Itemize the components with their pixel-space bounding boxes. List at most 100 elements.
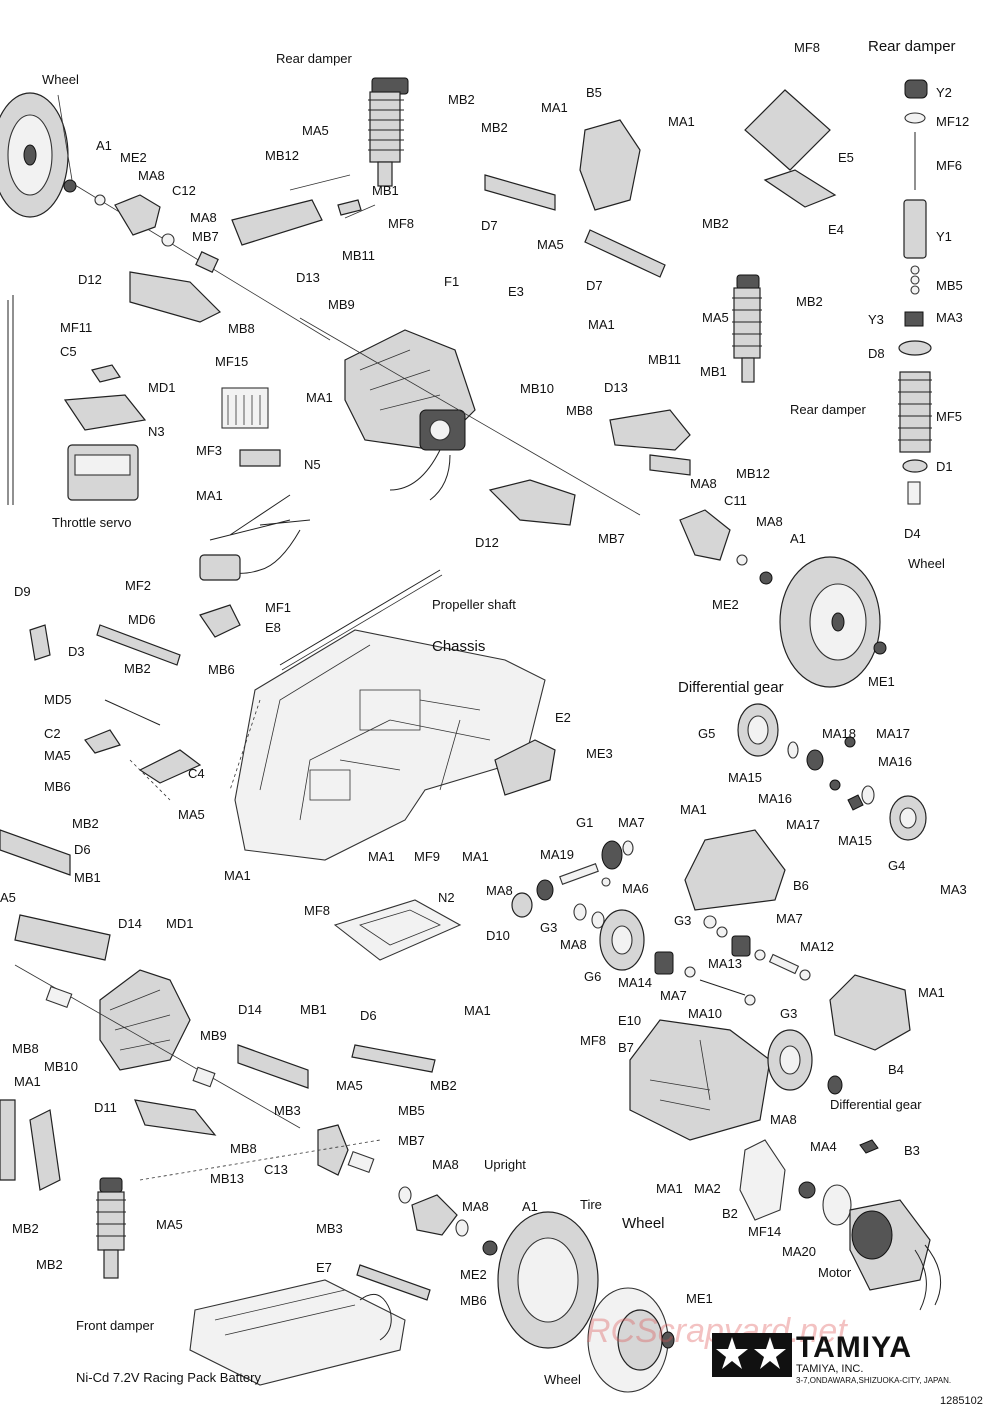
label-a1-top: A1 — [96, 138, 112, 153]
label-mb1-top: MB1 — [372, 183, 399, 198]
label-me2-f: ME2 — [460, 1267, 487, 1282]
tamiya-star-icon — [712, 1333, 792, 1377]
label-mb2-f: MB2 — [430, 1078, 457, 1093]
label-ma8-g: MA8 — [486, 883, 513, 898]
label-mf8-ch: MF8 — [304, 903, 330, 918]
label-mf2: MF2 — [125, 578, 151, 593]
label-ma1-m: MA1 — [656, 1181, 683, 1196]
label-battery: Ni-Cd 7.2V Racing Pack Battery — [76, 1370, 261, 1385]
rear-damper-right — [732, 274, 762, 383]
label-mb6-f: MB6 — [460, 1293, 487, 1308]
label-ma19: MA19 — [540, 847, 574, 862]
label-d11: D11 — [94, 1100, 117, 1115]
logo-inc: TAMIYA, INC. — [796, 1363, 864, 1375]
label-differential-gear-b: Differential gear — [830, 1097, 922, 1112]
label-g1: G1 — [576, 815, 594, 830]
label-d6-l: D6 — [74, 842, 91, 857]
label-ma20: MA20 — [782, 1244, 816, 1259]
label-a1-r: A1 — [790, 531, 806, 546]
label-ma3-d: MA3 — [940, 882, 967, 897]
front-tire — [497, 1211, 599, 1349]
label-mb2-fl: MB2 — [12, 1221, 39, 1236]
label-propeller-shaft: Propeller shaft — [432, 597, 516, 612]
label-d9: D9 — [14, 584, 31, 599]
label-mb11-top: MB11 — [342, 248, 375, 263]
label-d1: D1 — [936, 459, 953, 474]
label-ma8-b7: MA8 — [770, 1112, 797, 1127]
label-ma15-b: MA15 — [838, 833, 872, 848]
label-mf6: MF6 — [936, 158, 962, 173]
label-ma15-a: MA15 — [728, 770, 762, 785]
motor — [849, 1199, 931, 1291]
label-ma1-b5: MA1 — [541, 100, 568, 115]
label-mb1-r: MB1 — [700, 364, 727, 379]
label-mb12-r: MB12 — [736, 466, 770, 481]
label-ma8-g2: MA8 — [560, 937, 587, 952]
rear-wheel-right — [779, 556, 881, 688]
label-f1: F1 — [444, 274, 460, 289]
label-a5: A5 — [0, 890, 16, 905]
front-gearbox — [99, 969, 191, 1071]
label-rear-damper-title: Rear damper — [868, 38, 956, 55]
label-ma8-u2: MA8 — [462, 1199, 489, 1214]
label-me2-top: ME2 — [120, 150, 147, 165]
front-wheel — [587, 1287, 675, 1393]
rear-damper-top — [368, 77, 409, 187]
label-mb7-f: MB7 — [398, 1133, 425, 1148]
rear-damper-exploded — [898, 79, 932, 505]
label-mb12-top: MB12 — [265, 148, 299, 163]
label-upright: Upright — [484, 1157, 526, 1172]
label-mb2-d3: MB2 — [124, 661, 151, 676]
label-ma16-b: MA16 — [758, 791, 792, 806]
label-d12-r: D12 — [475, 535, 499, 550]
label-mb2-top: MB2 — [448, 92, 475, 107]
label-ma8-b: MA8 — [190, 210, 217, 225]
label-mb7-top: MB7 — [192, 229, 219, 244]
label-mb3-a: MB3 — [274, 1103, 301, 1118]
label-mf14: MF14 — [748, 1224, 782, 1239]
tamiya-logo: TAMIYA TAMIYA, INC. 3-7,ONDAWARA,SHIZUOK… — [712, 1327, 974, 1389]
label-ma14: MA14 — [618, 975, 652, 990]
label-mb2-r: MB2 — [796, 294, 823, 309]
logo-address: 3-7,ONDAWARA,SHIZUOKA-CITY, JAPAN. — [796, 1376, 952, 1385]
label-ma16-a: MA16 — [878, 754, 912, 769]
label-e3: E3 — [508, 284, 524, 299]
document-number: 1285102 — [940, 1395, 983, 1407]
label-mb10-f: MB10 — [44, 1059, 78, 1074]
label-ma8-u: MA8 — [432, 1157, 459, 1172]
label-ma5-arm: MA5 — [537, 237, 564, 252]
label-md1-f: MD1 — [166, 916, 194, 931]
label-e2: E2 — [555, 710, 571, 725]
label-throttle-servo: Throttle servo — [52, 515, 132, 530]
label-mb8-r: MB8 — [566, 403, 593, 418]
label-n3: N3 — [148, 424, 165, 439]
rear-wheel-left — [0, 92, 69, 218]
label-b4: B4 — [888, 1062, 904, 1077]
label-mf5: MF5 — [936, 409, 962, 424]
label-ma13: MA13 — [708, 956, 742, 971]
label-mb11-r: MB11 — [648, 352, 681, 367]
label-d8: D8 — [868, 346, 885, 361]
label-ma5-fd: MA5 — [156, 1217, 183, 1232]
label-mb8-top: MB8 — [228, 321, 255, 336]
label-md5: MD5 — [44, 692, 72, 707]
label-y1: Y1 — [936, 229, 952, 244]
label-mb5-f: MB5 — [398, 1103, 425, 1118]
label-mb9-f: MB9 — [200, 1028, 227, 1043]
label-mb8-f2: MB8 — [230, 1141, 257, 1156]
label-b3: B3 — [904, 1143, 920, 1158]
differential-gear-exploded — [737, 703, 927, 841]
label-d14-f: D14 — [238, 1002, 262, 1017]
label-g6: G6 — [584, 969, 602, 984]
front-damper — [96, 1177, 126, 1279]
label-ma17-b: MA17 — [786, 817, 820, 832]
label-ma1-n2: MA1 — [464, 1003, 491, 1018]
label-ma10: MA10 — [688, 1006, 722, 1021]
label-ma5-c4: MA5 — [178, 807, 205, 822]
label-b2: B2 — [722, 1206, 738, 1221]
label-ma7-c: MA7 — [776, 911, 803, 926]
label-d3: D3 — [68, 644, 85, 659]
label-ma12: MA12 — [800, 939, 834, 954]
label-ma1-esc: MA1 — [196, 488, 223, 503]
